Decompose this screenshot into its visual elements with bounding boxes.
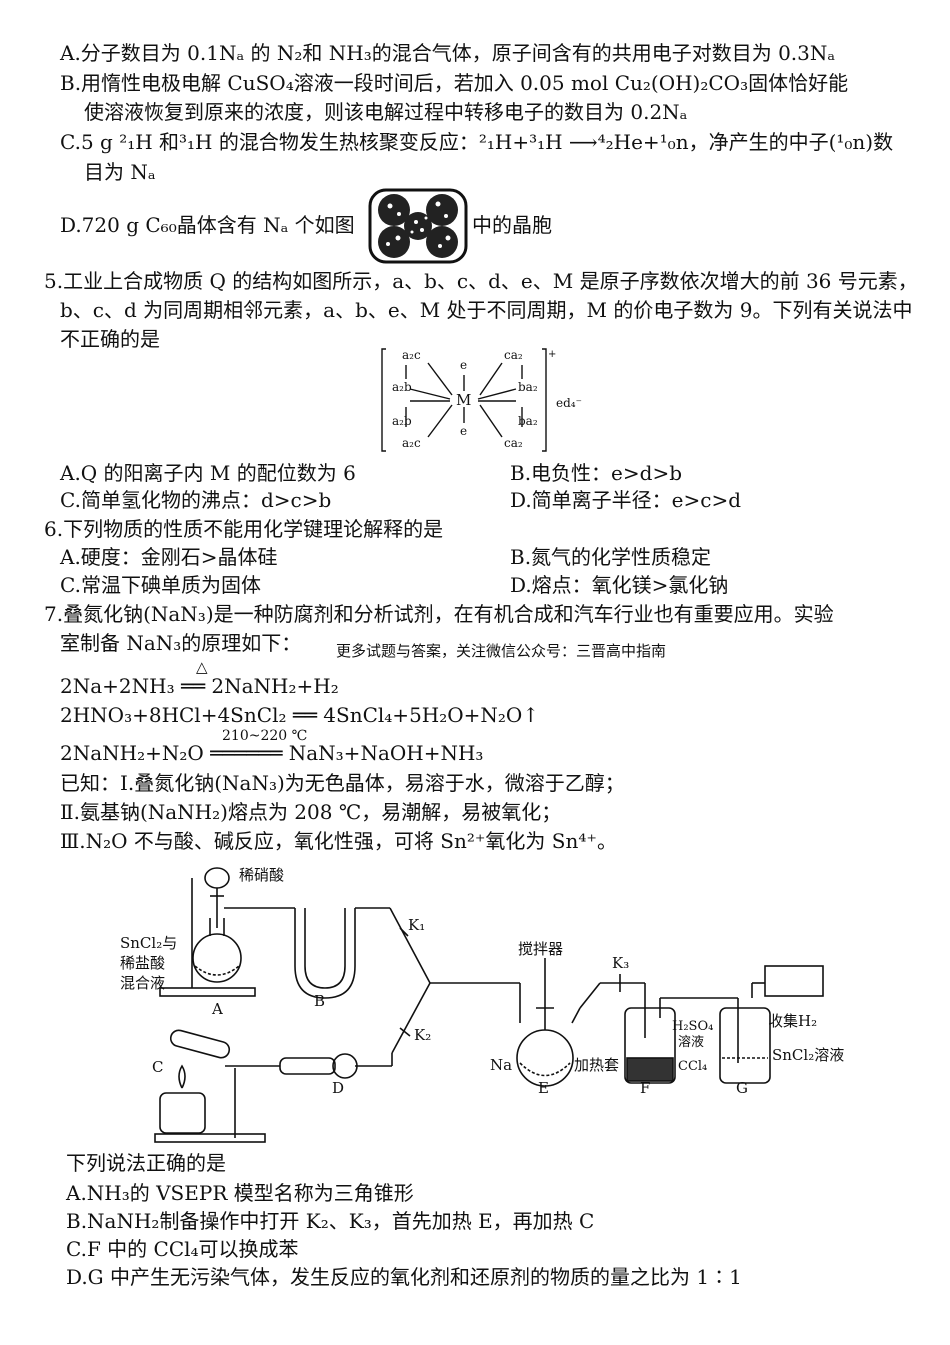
q5-option-b: B.电负性：e>d>b: [510, 461, 683, 485]
q6-option-a: A.硬度：金刚石>晶体硅: [60, 545, 278, 569]
equation-1: 2Na+2NH₃ ══ 2NaNH₂+H₂: [60, 674, 339, 698]
known-3: Ⅲ.N₂O 不与酸、碱反应，氧化性强，可将 Sn²⁺氧化为 Sn⁴⁺。: [60, 829, 617, 853]
label-sncl2-mix-1: SnCl₂与: [120, 934, 177, 952]
cation-charge: +: [548, 349, 556, 360]
known-1: 已知：Ⅰ.叠氮化钠(NaN₃)为无色晶体，易溶于水，微溶于乙醇；: [60, 771, 625, 795]
q4-option-c-cont: 目为 Nₐ: [84, 160, 156, 184]
watermark-text: 更多试题与答案，关注微信公众号：三晋高中指南: [336, 642, 667, 660]
apparatus-diagram: 稀硝酸 SnCl₂与 稀盐酸 混合液 A B C D E F G K₁ K₂ K…: [120, 866, 844, 1143]
label-K1: K₁: [408, 916, 425, 934]
ligand-ba2-bottom: ba₂: [518, 414, 538, 428]
label-E: E: [538, 1079, 549, 1097]
q4-option-b-cont: 使溶液恢复到原来的浓度，则该电解过程中转移电子的数目为 0.2Nₐ: [84, 100, 688, 124]
ligand-a2b-bottom: a₂b: [392, 414, 412, 428]
counter-anion: ed₄⁻: [556, 396, 582, 410]
q5-option-d: D.简单离子半径：e>c>d: [510, 488, 742, 512]
c60-unit-cell-image: [368, 188, 468, 264]
q6-option-b: B.氮气的化学性质稳定: [510, 545, 712, 569]
label-K2: K₂: [414, 1026, 431, 1044]
label-heating-mantle: 加热套: [574, 1056, 619, 1074]
label-h2so4: H₂SO₄: [672, 1019, 713, 1034]
q5-stem: 5.工业上合成物质 Q 的结构如图所示，a、b、c、d、e、M 是原子序数依次增…: [44, 269, 918, 293]
metal-center-M: M: [456, 391, 471, 409]
q5-stem-cont2: 不正确的是: [60, 327, 160, 351]
label-stirrer: 搅拌器: [518, 940, 563, 958]
q7-stem-cont: 室制备 NaN₃的原理如下：: [60, 631, 302, 655]
label-sncl2-solution: SnCl₂溶液: [772, 1046, 844, 1064]
q6-option-c: C.常温下碘单质为固体: [60, 573, 261, 597]
label-dilute-nitric: 稀硝酸: [239, 866, 284, 884]
ligand-ba2-top: ba₂: [518, 380, 538, 394]
q7-option-d: D.G 中产生无污染气体，发生反应的氧化剂和还原剂的物质的量之比为 1∶1: [66, 1265, 742, 1289]
ligand-ca2-top: ca₂: [504, 348, 523, 362]
q7-option-b: B.NaNH₂制备操作中打开 K₂、K₃，首先加热 E，再加热 C: [66, 1209, 595, 1233]
ligand-a2b-top: a₂b: [392, 380, 412, 394]
equation-3: 2NaNH₂+N₂O ══════ NaN₃+NaOH+NH₃: [60, 741, 484, 765]
known-2: Ⅱ.氨基钠(NaNH₂)熔点为 208 ℃，易潮解，易被氧化；: [60, 800, 562, 824]
ligand-e-bottom: e: [460, 424, 467, 438]
label-ccl4: CCl₄: [678, 1059, 707, 1074]
q5-option-a: A.Q 的阳离子内 M 的配位数为 6: [60, 461, 356, 485]
ligand-a2c-top: a₂c: [402, 348, 421, 362]
label-F: F: [640, 1079, 650, 1097]
label-D: D: [332, 1079, 344, 1097]
label-sncl2-mix-2: 稀盐酸: [120, 954, 165, 972]
label-Na: Na: [490, 1056, 512, 1074]
q4-option-d: D.720 g C₆₀晶体含有 Nₐ 个如图: [60, 213, 355, 237]
q4-option-c: C.5 g ²₁H 和³₁H 的混合物发生热核聚变反应：²₁H+³₁H ⟶⁴₂H…: [60, 130, 894, 154]
label-K3: K₃: [612, 954, 629, 972]
ligand-ca2-bottom: ca₂: [504, 436, 523, 450]
equation-1-condition: △: [196, 658, 208, 676]
q4-option-d-tail: 中的晶胞: [472, 213, 552, 237]
q7-option-c: C.F 中的 CCl₄可以换成苯: [66, 1237, 299, 1261]
q6-stem: 6.下列物质的性质不能用化学键理论解释的是: [44, 517, 444, 541]
label-A: A: [211, 1000, 223, 1018]
equation-3-condition: 210~220 ℃: [222, 728, 308, 744]
q7-stem: 7.叠氮化钠(NaN₃)是一种防腐剂和分析试剂，在有机合成和汽车行业也有重要应用…: [44, 602, 834, 626]
q7-option-a: A.NH₃的 VSEPR 模型名称为三角锥形: [66, 1181, 414, 1205]
label-C: C: [152, 1058, 163, 1076]
q7-ask: 下列说法正确的是: [66, 1151, 226, 1175]
q4-option-b: B.用惰性电极电解 CuSO₄溶液一段时间后，若加入 0.05 mol Cu₂(…: [60, 71, 849, 95]
equation-2: 2HNO₃+8HCl+4SnCl₂ ══ 4SnCl₄+5H₂O+N₂O↑: [60, 703, 540, 727]
label-G: G: [736, 1079, 748, 1097]
q5-stem-cont: b、c、d 为同周期相邻元素，a、b、e、M 处于不同周期，M 的价电子数为 9…: [60, 298, 913, 322]
ligand-a2c-bottom: a₂c: [402, 436, 421, 450]
ligand-e-top: e: [460, 358, 467, 372]
q4-option-a: A.分子数目为 0.1Nₐ 的 N₂和 NH₃的混合气体，原子间含有的共用电子对…: [60, 41, 836, 65]
label-B: B: [314, 992, 325, 1010]
q5-structure-diagram: a₂c e ca₂ a₂b ba₂ M a₂b ba₂ a₂c e ca₂ + …: [381, 348, 582, 452]
label-solution: 溶液: [678, 1035, 704, 1050]
q5-option-c: C.简单氢化物的沸点：d>c>b: [60, 488, 332, 512]
label-collect-h2: 收集H₂: [768, 1012, 817, 1030]
q6-option-d: D.熔点：氧化镁>氯化钠: [510, 573, 729, 597]
label-sncl2-mix-3: 混合液: [120, 974, 165, 992]
